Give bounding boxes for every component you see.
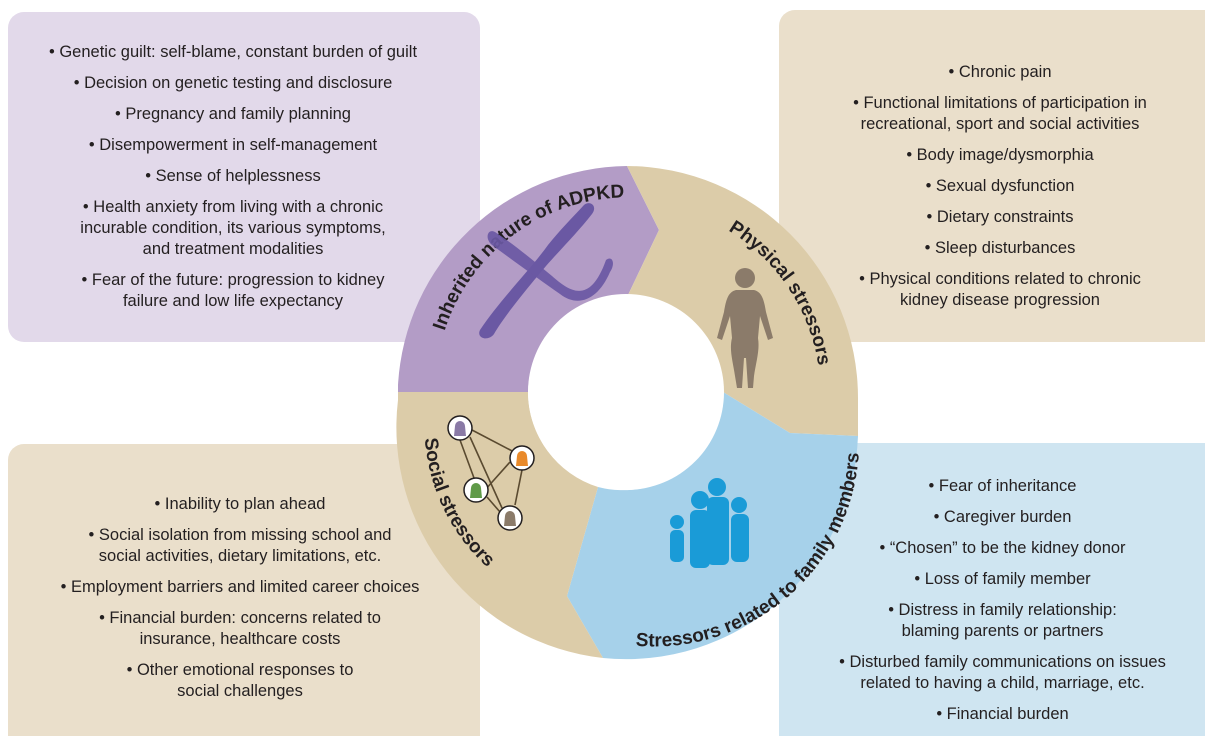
inherited-item-line: • Health anxiety from living with a chro…: [82, 198, 384, 216]
inherited-item-line: • Genetic guilt: self-blame, constant bu…: [48, 43, 418, 61]
family-item: • Loss of family member: [800, 569, 1205, 590]
family-item-line: • Disturbed family communications on iss…: [839, 653, 1166, 671]
social-item: • Inability to plan ahead: [10, 494, 470, 515]
family-item: • Fear of inheritance: [800, 476, 1205, 497]
social-item-line: social challenges: [177, 682, 303, 700]
physical-item: • Chronic pain: [800, 62, 1200, 83]
family-item: • Financial burden: [800, 704, 1205, 725]
inherited-item: • Health anxiety from living with a chro…: [8, 197, 458, 260]
physical-item-line: • Dietary constraints: [926, 208, 1074, 226]
family-item-line: • “Chosen” to be the kidney donor: [879, 539, 1126, 557]
family-item-line: • Loss of family member: [914, 570, 1091, 588]
social-item-line: social activities, dietary limitations, …: [98, 547, 382, 565]
inherited-item-line: • Disempowerment in self-management: [88, 136, 378, 154]
inherited-nature-panel: [8, 12, 480, 342]
family-item-line: blaming parents or partners: [901, 622, 1104, 640]
family-item: • Caregiver burden: [800, 507, 1205, 528]
social-item-line: • Social isolation from missing school a…: [88, 526, 392, 544]
physical-item-line: • Sleep disturbances: [924, 239, 1076, 257]
network-person-icon: [470, 483, 482, 498]
physical-item-line: recreational, sport and social activitie…: [860, 115, 1140, 133]
social-item-line: • Other emotional responses to: [126, 661, 354, 679]
network-person-icons: [454, 421, 528, 526]
social-network-icon: [447, 415, 535, 531]
inherited-item-line: • Sense of helplessness: [145, 167, 321, 185]
social-items-list: • Inability to plan ahead • Social isolat…: [10, 494, 470, 712]
family-item-line: related to having a child, marriage, etc…: [860, 674, 1145, 692]
social-item-line: • Inability to plan ahead: [154, 495, 326, 513]
inherited-item: • Pregnancy and family planning: [8, 104, 458, 125]
family-item-line: • Caregiver burden: [933, 508, 1072, 526]
family-item-line: • Financial burden: [936, 705, 1069, 723]
inherited-item: • Sense of helplessness: [8, 166, 458, 187]
physical-items-list: • Chronic pain • Functional limitations o…: [800, 62, 1200, 321]
family-stressors-panel: [779, 443, 1205, 736]
social-item: • Employment barriers and limited career…: [10, 577, 470, 598]
inherited-item-line: and treatment modalities: [142, 240, 324, 258]
inherited-item-line: • Decision on genetic testing and disclo…: [73, 74, 393, 92]
family-item-line: • Fear of inheritance: [928, 477, 1077, 495]
social-item: • Financial burden: concerns related to i…: [10, 608, 470, 650]
social-item: • Other emotional responses to social cha…: [10, 660, 470, 702]
inherited-item-line: • Pregnancy and family planning: [114, 105, 351, 123]
physical-item: • Dietary constraints: [800, 207, 1200, 228]
physical-item: • Physical conditions related to chronic…: [800, 269, 1200, 311]
social-stressors-panel: [8, 444, 480, 736]
inherited-item: • Genetic guilt: self-blame, constant bu…: [8, 42, 458, 63]
physical-item-line: • Physical conditions related to chronic: [859, 270, 1141, 288]
physical-item-line: • Chronic pain: [948, 63, 1052, 81]
network-person-icon: [454, 421, 466, 436]
inherited-item-line: incurable condition, its various symptom…: [80, 219, 386, 237]
social-item: • Social isolation from missing school a…: [10, 525, 470, 567]
physical-item-line: • Sexual dysfunction: [925, 177, 1075, 195]
physical-item: • Sexual dysfunction: [800, 176, 1200, 197]
network-person-icon: [504, 511, 516, 526]
inherited-item: • Disempowerment in self-management: [8, 135, 458, 156]
social-item-line: • Employment barriers and limited career…: [60, 578, 420, 596]
inherited-item-line: • Fear of the future: progression to kid…: [81, 271, 385, 289]
physical-stressors-panel: [779, 10, 1205, 342]
family-items-list: • Fear of inheritance • Caregiver burden •…: [800, 476, 1205, 735]
family-item: • Distress in family relationship: blamin…: [800, 600, 1205, 642]
network-person-icon: [516, 451, 528, 466]
inherited-item-line: failure and low life expectancy: [122, 292, 344, 310]
physical-item: • Sleep disturbances: [800, 238, 1200, 259]
physical-item: • Body image/dysmorphia: [800, 145, 1200, 166]
physical-item-line: • Body image/dysmorphia: [906, 146, 1094, 164]
inherited-item: • Decision on genetic testing and disclo…: [8, 73, 458, 94]
inherited-items-list: • Genetic guilt: self-blame, constant bu…: [8, 42, 458, 322]
human-silhouette-icon: [717, 268, 773, 388]
social-item-line: insurance, healthcare costs: [139, 630, 341, 648]
physical-item: • Functional limitations of participatio…: [800, 93, 1200, 135]
family-item: • “Chosen” to be the kidney donor: [800, 538, 1205, 559]
chromosome-icon: [479, 203, 613, 339]
family-item-line: • Distress in family relationship:: [888, 601, 1117, 619]
inherited-item: • Fear of the future: progression to kid…: [8, 270, 458, 312]
ring-center: [528, 294, 724, 490]
social-item-line: • Financial burden: concerns related to: [99, 609, 381, 627]
physical-item-line: kidney disease progression: [900, 291, 1100, 309]
family-group-icon: [670, 478, 749, 568]
physical-item-line: • Functional limitations of participatio…: [853, 94, 1147, 112]
family-item: • Disturbed family communications on iss…: [800, 652, 1205, 694]
